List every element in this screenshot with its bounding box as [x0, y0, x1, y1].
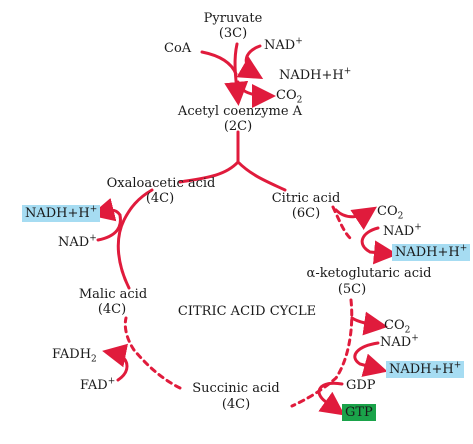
nad-to-nadh-arrow [236, 44, 264, 80]
nad-top-label: NAD+ [264, 36, 303, 53]
acetyl-coa-carbons: (2C) [223, 119, 253, 134]
ketoglutaric-to-succinic-path [290, 298, 354, 408]
pyruvate-label: Pyruvate [203, 11, 263, 26]
gdp-to-gtp-arrow [317, 381, 345, 416]
co2-right1-arrow [334, 206, 377, 230]
co2-out-arrow [236, 80, 276, 108]
nad-right1-label: NAD+ [383, 222, 422, 239]
malic-to-oxaloacetic-arrow [116, 188, 154, 290]
nad-right1-arrow [360, 226, 398, 265]
nad-left-label: NAD+ [58, 233, 97, 250]
nad-left-arrow [90, 197, 122, 242]
succinic-to-malic-path [123, 316, 182, 390]
succinic-label: Succinic acid [192, 381, 280, 396]
fadh2-label: FADH2 [52, 347, 97, 365]
nad-right2-label: NAD+ [380, 333, 419, 350]
ketoglutaric-carbons: (5C) [337, 282, 367, 297]
nadh-left-label: NADH+H+ [22, 205, 101, 222]
nadh-right2-label: NADH+H+ [386, 361, 465, 378]
ketoglutaric-label: α-ketoglutaric acid [306, 266, 432, 281]
acetyl-join-right [236, 160, 287, 192]
nadh-right1-label: NADH+H+ [392, 244, 471, 261]
citric-carbons: (6C) [291, 206, 321, 221]
cycle-title: CITRIC ACID CYCLE [177, 304, 317, 319]
malic-label: Malic acid [78, 287, 148, 302]
co2-right2-label: CO2 [384, 318, 411, 336]
gdp-label: GDP [346, 378, 376, 393]
coa-in-arrow [200, 50, 238, 76]
fad-to-fadh2-arrow [102, 343, 129, 382]
co2-right1-label: CO2 [377, 204, 404, 222]
succinic-carbons: (4C) [221, 397, 251, 412]
co2-top-label: CO2 [276, 88, 303, 106]
co2-right2-arrow [350, 311, 388, 336]
oxaloacetic-label: Oxaloacetic acid [106, 176, 216, 191]
oxaloacetic-carbons: (4C) [145, 191, 175, 206]
nadh-top-label: NADH+H+ [279, 66, 352, 83]
malic-carbons: (4C) [97, 302, 127, 317]
acetyl-join-left [178, 160, 240, 184]
acetyl-coa-label: Acetyl coenzyme A [177, 104, 303, 119]
citric-label: Citric acid [271, 191, 341, 206]
pyruvate-carbons: (3C) [218, 26, 248, 41]
gtp-label: GTP [342, 404, 376, 421]
coa-label: CoA [164, 41, 192, 56]
fad-label: FAD+ [80, 376, 116, 393]
nad-right2-arrow [353, 341, 388, 377]
